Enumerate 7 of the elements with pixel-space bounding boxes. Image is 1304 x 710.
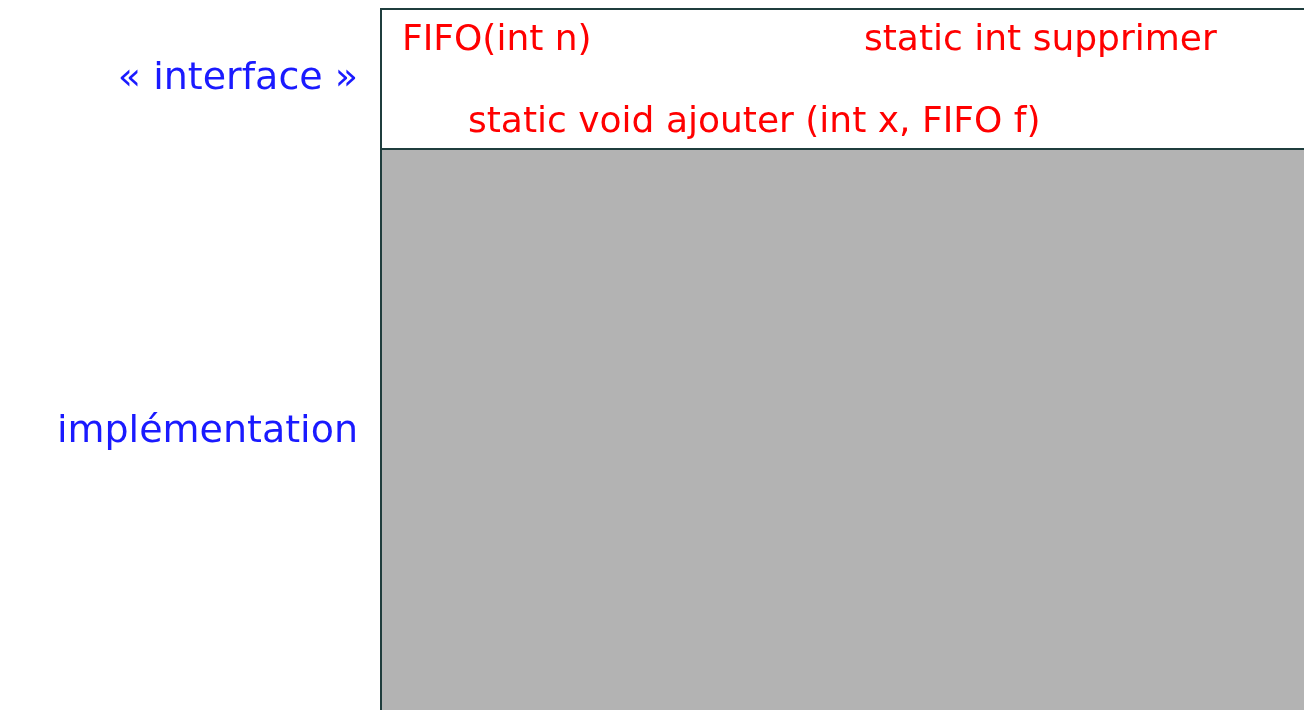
implementation-area (380, 148, 1304, 710)
interface-stereotype: « interface » (117, 57, 358, 95)
implementation-label: implémentation (56, 410, 358, 448)
method-signature: static void ajouter (int x, FIFO f) (468, 102, 1041, 138)
constructor-signature: FIFO(int n) (402, 20, 592, 56)
method-signature: static int supprimer (864, 20, 1217, 56)
interface-box (380, 8, 1304, 150)
